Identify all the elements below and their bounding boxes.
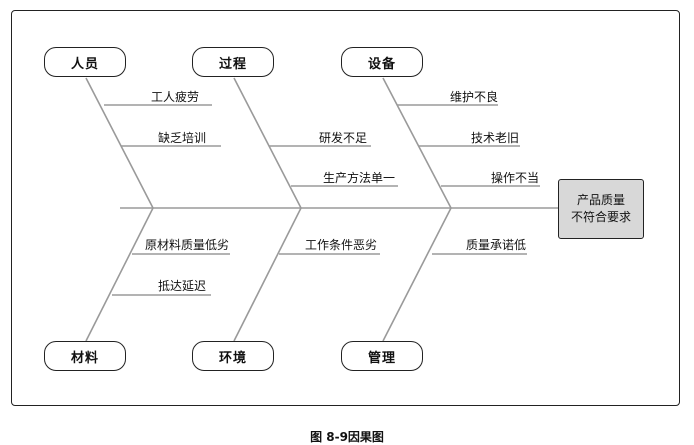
- cause-label: 原材料质量低劣: [145, 238, 230, 252]
- figure-caption: 图 8-9因果图: [310, 430, 384, 444]
- category-environment: 环境: [192, 341, 274, 371]
- cause-label: 抵达延迟: [158, 279, 207, 293]
- category-equipment: 设备: [341, 47, 423, 77]
- cause-label: 研发不足: [319, 131, 368, 145]
- category-people: 人员: [44, 47, 126, 77]
- category-materials: 材料: [44, 341, 126, 371]
- effect-box: 产品质量 不符合要求: [558, 179, 644, 239]
- cause-label: 生产方法单一: [323, 171, 396, 185]
- bone-environment: [233, 207, 302, 342]
- diagram-frame: [11, 10, 680, 406]
- effect-line-1: 产品质量: [576, 193, 625, 207]
- cause-label: 工人疲劳: [151, 90, 200, 104]
- category-management: 管理: [341, 341, 423, 371]
- category-process: 过程: [192, 47, 274, 77]
- cause-label: 维护不良: [450, 90, 499, 104]
- effect-line-2: 不符合要求: [570, 210, 631, 224]
- bone-management: [382, 207, 452, 342]
- cause-label: 操作不当: [491, 171, 540, 185]
- cause-label: 工作条件恶劣: [305, 238, 378, 252]
- bone-people: [85, 77, 154, 209]
- cause-label: 缺乏培训: [158, 131, 207, 145]
- cause-label: 技术老旧: [471, 131, 520, 145]
- bone-equipment: [382, 77, 452, 209]
- cause-label: 质量承诺低: [466, 238, 527, 252]
- bone-process: [233, 77, 302, 209]
- bone-materials: [85, 207, 154, 342]
